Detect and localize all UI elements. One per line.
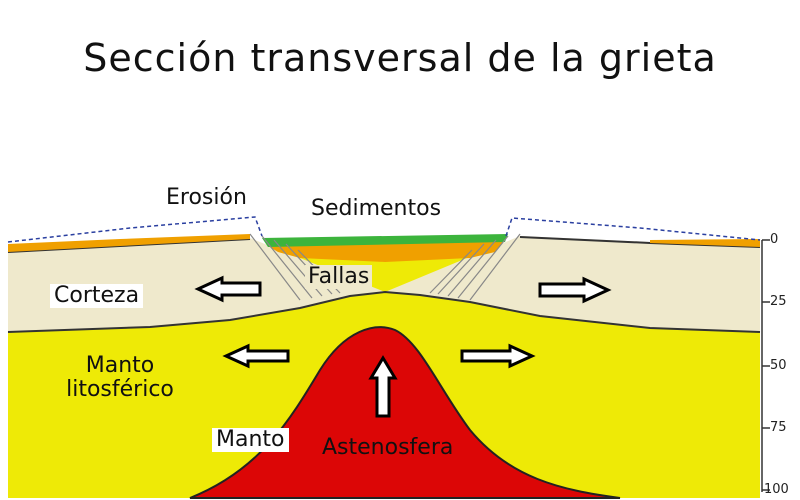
moho-boundary — [7, 290, 761, 333]
depth-tick-50: 50 — [770, 358, 787, 373]
depth-axis — [761, 239, 770, 492]
margin-sediment-left — [8, 234, 250, 252]
label-lithospheric-mantle: Manto litosférico — [66, 353, 174, 402]
asthenosphere-plume — [189, 326, 621, 499]
erosion-dashed-left — [7, 216, 263, 243]
depth-tick-100: 100 — [764, 482, 789, 497]
diagram-title: Sección transversal de la grieta — [83, 36, 717, 80]
arrows — [194, 275, 612, 418]
basin-sediment-green — [262, 234, 508, 247]
label-faults: Fallas — [305, 265, 373, 289]
label-crust: Corteza — [50, 284, 144, 308]
depth-tick-75: 75 — [770, 420, 787, 435]
label-sediments: Sedimentos — [307, 197, 446, 221]
depth-tick-25: 25 — [770, 294, 787, 309]
label-mantle: Manto — [212, 428, 289, 452]
crust-layer — [8, 236, 760, 332]
arrow-left-mantle — [222, 343, 290, 369]
depth-tick-0: 0 — [770, 232, 779, 247]
arrow-right-mantle — [460, 343, 536, 369]
arrow-left-crust — [194, 275, 262, 303]
margin-sediment-right — [650, 239, 760, 247]
arrow-up-asthenosphere — [368, 355, 398, 418]
label-erosion: Erosión — [162, 186, 251, 210]
arrow-right-crust — [538, 276, 612, 304]
label-asthenosphere: Astenosfera — [322, 435, 454, 460]
erosion-dashed-right — [505, 217, 761, 241]
